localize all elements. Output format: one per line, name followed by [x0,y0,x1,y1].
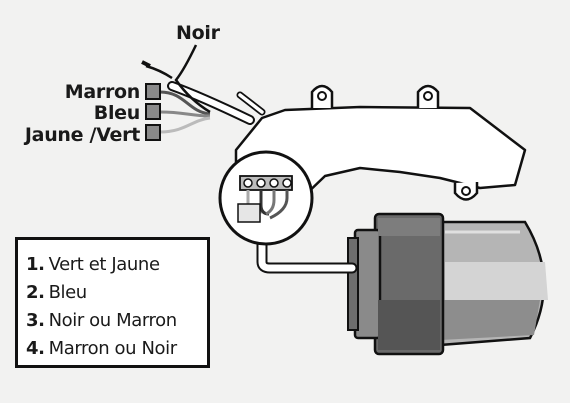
pipe [347,212,548,356]
terminal-marron [145,83,161,100]
terminal-bleu [145,103,161,120]
legend-text: Marron ou Noir [48,338,178,359]
terminal-detail-magnifier [218,150,314,246]
legend-text: Noir ou Marron [48,310,178,331]
label-marron: Marron [64,81,141,103]
legend-item-2: 2.Bleu [26,279,207,307]
label-bleu: Bleu [93,102,141,124]
legend-number: 4. [26,338,45,359]
label-noir: Noir [176,22,220,44]
legend-number: 3. [26,310,45,331]
label-jaune-vert: Jaune /Vert [24,124,140,146]
legend-item-3: 3.Noir ou Marron [26,307,207,335]
legend-item-4: 4.Marron ou Noir [26,335,207,363]
legend-box: 1.Vert et Jaune 2.Bleu 3.Noir ou Marron … [15,237,210,368]
legend-number: 2. [26,282,45,303]
terminal-jaune-vert [145,124,161,141]
legend-text: Vert et Jaune [48,254,160,275]
legend-item-1: 1.Vert et Jaune [26,251,207,279]
legend-number: 1. [26,254,45,275]
legend-text: Bleu [48,282,88,303]
incoming-wires [141,44,255,141]
